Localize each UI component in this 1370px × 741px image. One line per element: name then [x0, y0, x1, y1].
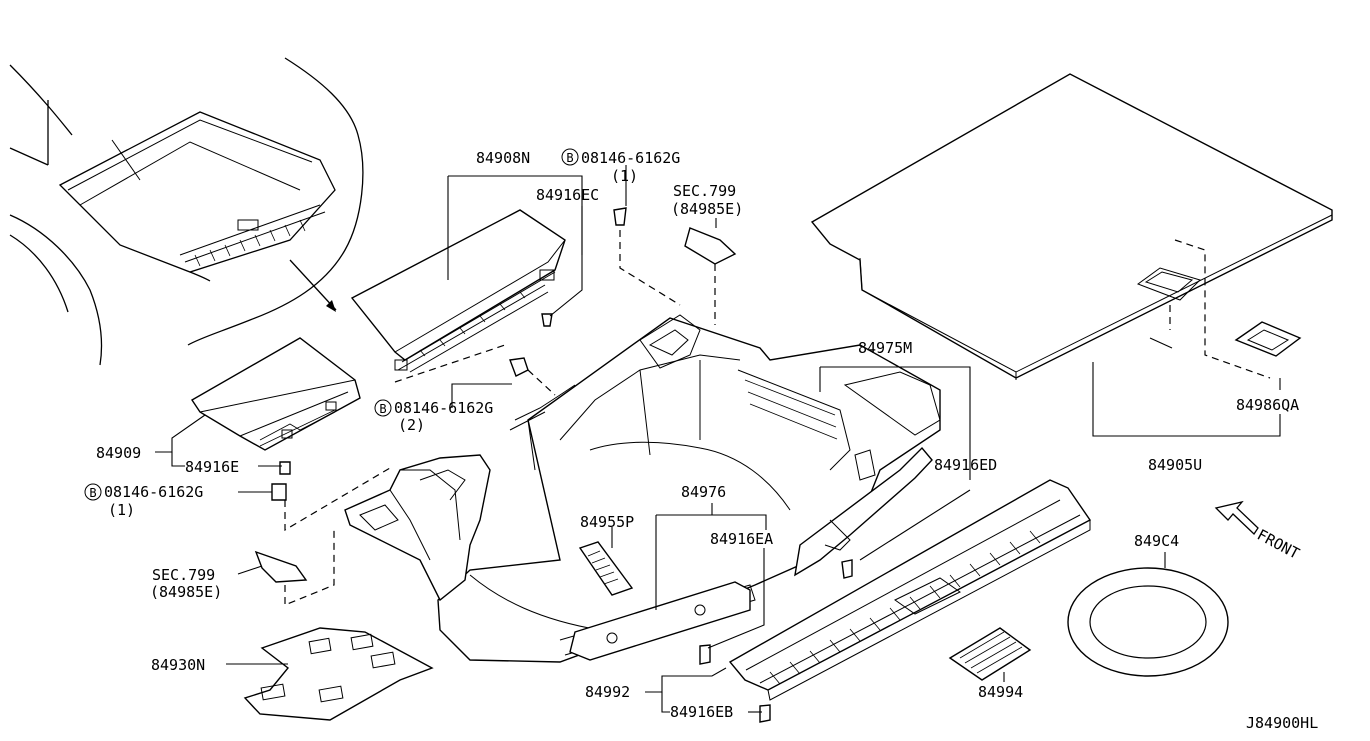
- label-84986QA: 84986QA: [1236, 396, 1299, 414]
- part-84975M-shape: [794, 446, 933, 577]
- label-84916ED: 84916ED: [934, 456, 997, 474]
- part-84976-tray: [437, 314, 941, 663]
- label-84909: 84909: [96, 444, 141, 462]
- label-bolt-left: 08146-6162G: [104, 483, 203, 501]
- label-84985E-top: (84985E): [671, 200, 743, 218]
- part-84905U-shape: [810, 73, 1333, 380]
- vehicle-rear-outline: [9, 57, 364, 366]
- part-84986QA-shape: [1234, 321, 1302, 357]
- label-84916EA: 84916EA: [710, 530, 773, 548]
- label-bolt-left-qty: (1): [108, 501, 135, 519]
- label-bolt-mid-qty: (2): [398, 416, 425, 434]
- part-84976-bar: [569, 581, 751, 661]
- label-bolt-mid: 08146-6162G: [394, 399, 493, 417]
- label-sec799-top: SEC.799: [673, 182, 736, 200]
- label-84916E: 84916E: [185, 458, 239, 476]
- label-84905U: 84905U: [1148, 456, 1202, 474]
- part-84909-shape: [191, 337, 361, 451]
- part-84994-shape: [948, 627, 1032, 681]
- dashed-assembly-lines: [284, 230, 716, 606]
- part-84908N-shape: [350, 209, 566, 373]
- label-84955P: 84955P: [580, 513, 634, 531]
- label-84976: 84976: [681, 483, 726, 501]
- part-84992-scuff: [728, 479, 1092, 701]
- bolt-marker-left: B: [89, 486, 96, 500]
- diagram-id: J84900HL: [1246, 714, 1318, 732]
- bolt-marker-icons: [84, 148, 579, 501]
- part-84930N-shape: [243, 627, 434, 721]
- part-84955P-shape: [578, 541, 634, 596]
- label-84975M: 84975M: [858, 339, 912, 357]
- front-arrow-icon: [1214, 500, 1259, 536]
- label-84916EB: 84916EB: [670, 703, 733, 721]
- bolt-marker-top: B: [566, 151, 573, 165]
- label-front: FRONT: [1254, 526, 1302, 563]
- label-84930N: 84930N: [151, 656, 205, 674]
- label-84916EC: 84916EC: [536, 186, 599, 204]
- label-bolt-top: 08146-6162G: [581, 149, 680, 167]
- label-sec799-left: SEC.799: [152, 566, 215, 584]
- label-84994: 84994: [978, 683, 1023, 701]
- leader-lines: [155, 165, 1281, 713]
- label-84908N: 84908N: [476, 149, 530, 167]
- bolt-marker-mid: B: [379, 402, 386, 416]
- location-arrow: [289, 259, 337, 312]
- part-left-bracket: [344, 454, 491, 602]
- label-84992: 84992: [585, 683, 630, 701]
- part-849C4-ring: [1067, 567, 1229, 677]
- label-84985E-left: (84985E): [150, 583, 222, 601]
- label-bolt-top-qty: (1): [611, 167, 638, 185]
- label-849C4: 849C4: [1134, 532, 1179, 550]
